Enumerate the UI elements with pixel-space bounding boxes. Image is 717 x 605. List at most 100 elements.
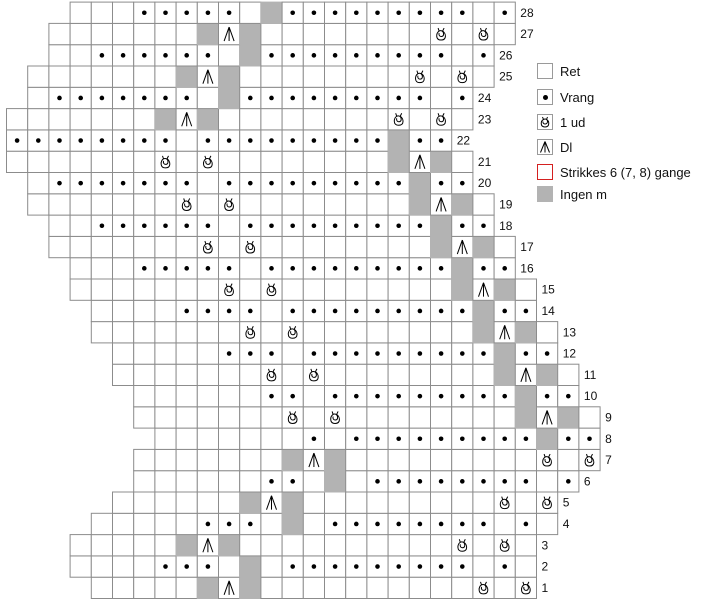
stitch-cell xyxy=(451,448,474,472)
stitch-cell xyxy=(69,65,92,88)
purl-dot-icon xyxy=(354,10,359,16)
stitch-cell xyxy=(218,44,241,67)
purl-dot-icon xyxy=(332,308,338,314)
no-stitch-cell xyxy=(218,534,241,557)
stitch-cell xyxy=(218,470,241,493)
purl-dot-icon xyxy=(184,10,189,16)
double-decrease-icon xyxy=(456,239,468,255)
purl-dot-icon xyxy=(354,351,359,356)
no-stitch-cell xyxy=(239,22,262,46)
purl-dot-icon xyxy=(375,266,380,271)
stitch-cell xyxy=(387,406,410,429)
purl-dot-icon xyxy=(78,138,83,143)
stitch-cell xyxy=(324,278,347,301)
purl-dot-icon xyxy=(417,521,423,527)
stitch-cell xyxy=(112,1,135,24)
stitch-cell xyxy=(260,299,283,323)
chart-row xyxy=(90,321,559,344)
stitch-cell xyxy=(90,321,114,344)
stitch-cell xyxy=(112,321,135,344)
stitch-cell xyxy=(345,321,368,344)
purl-dot-icon xyxy=(354,564,359,569)
stitch-cell xyxy=(175,385,198,408)
stitch-cell xyxy=(302,576,325,600)
stitch-cell xyxy=(281,406,304,429)
purl-dot-icon xyxy=(460,393,465,399)
stitch-cell xyxy=(112,150,135,173)
purl-dot-icon xyxy=(502,266,508,271)
stitch-cell xyxy=(281,576,304,600)
yarn-over-icon xyxy=(330,411,340,424)
stitch-cell xyxy=(48,235,71,259)
stitch-cell xyxy=(514,448,537,472)
purl-dot-icon xyxy=(438,308,444,314)
yarn-over-icon xyxy=(309,368,319,382)
stitch-cell xyxy=(239,385,262,408)
row-number: 13 xyxy=(563,325,577,339)
row-number: 24 xyxy=(478,91,492,105)
purl-dot-icon xyxy=(163,266,168,271)
stitch-cell xyxy=(239,235,262,259)
stitch-cell xyxy=(196,86,220,110)
stitch-cell xyxy=(196,470,220,493)
purl-dot-icon xyxy=(311,266,317,271)
stitch-cell xyxy=(196,193,220,216)
yarn-over-icon xyxy=(245,240,256,254)
stitch-cell xyxy=(281,193,304,216)
purl-dot-icon xyxy=(417,95,423,101)
stitch-cell xyxy=(154,65,177,88)
stitch-cell xyxy=(260,555,283,578)
purl-dot-icon xyxy=(332,223,338,229)
no-stitch-cell xyxy=(260,1,283,24)
purl-dot-icon xyxy=(311,180,317,186)
stitch-cell xyxy=(451,363,474,387)
stitch-cell xyxy=(112,363,135,387)
stitch-cell xyxy=(175,22,198,46)
stitch-cell xyxy=(366,235,389,259)
stitch-cell xyxy=(112,299,135,323)
loop-icon xyxy=(537,114,553,130)
purl-dot-icon xyxy=(184,223,189,229)
row-number: 20 xyxy=(478,176,492,190)
row-number: 2 xyxy=(542,560,549,574)
purl-dot-icon xyxy=(269,223,274,229)
yarn-over-icon xyxy=(245,326,256,339)
stitch-cell xyxy=(175,470,198,493)
no-stitch-cell xyxy=(324,448,347,472)
double-decrease-icon xyxy=(414,154,426,170)
purl-dot-icon xyxy=(99,223,105,229)
chart-row xyxy=(133,385,580,408)
stitch-cell xyxy=(345,363,368,387)
purl-dot-icon xyxy=(460,180,465,186)
legend-item-ud: 1 ud xyxy=(537,113,585,131)
yarn-over-icon xyxy=(224,283,234,297)
stitch-cell xyxy=(133,534,156,557)
chart-row xyxy=(27,65,495,88)
purl-dot-icon xyxy=(184,180,189,186)
stitch-cell xyxy=(112,576,135,600)
stitch-cell xyxy=(154,427,177,450)
purl-dot-icon xyxy=(354,308,359,314)
stitch-cell xyxy=(175,342,198,365)
purl-dot-icon xyxy=(354,53,359,58)
stitch-cell xyxy=(175,448,198,472)
row-number: 18 xyxy=(499,219,513,233)
purl-dot-icon xyxy=(354,266,359,271)
purl-dot-icon xyxy=(332,180,338,186)
purl-dot-icon xyxy=(502,308,508,314)
purl-dot-icon xyxy=(120,223,126,229)
purl-dot-icon xyxy=(438,521,444,527)
stitch-cell xyxy=(493,235,516,259)
double-decrease-icon xyxy=(478,282,489,297)
yarn-over-icon xyxy=(478,581,489,595)
stitch-cell xyxy=(430,491,453,514)
stitch-cell xyxy=(218,427,241,450)
purl-dot-icon xyxy=(99,138,105,143)
stitch-cell xyxy=(112,534,135,557)
stitch-cell xyxy=(154,406,177,429)
chart-row xyxy=(6,150,474,173)
gray-square-icon xyxy=(537,186,553,202)
purl-dot-icon xyxy=(248,308,253,314)
stitch-cell xyxy=(218,448,241,472)
purl-dot-icon xyxy=(184,564,189,569)
